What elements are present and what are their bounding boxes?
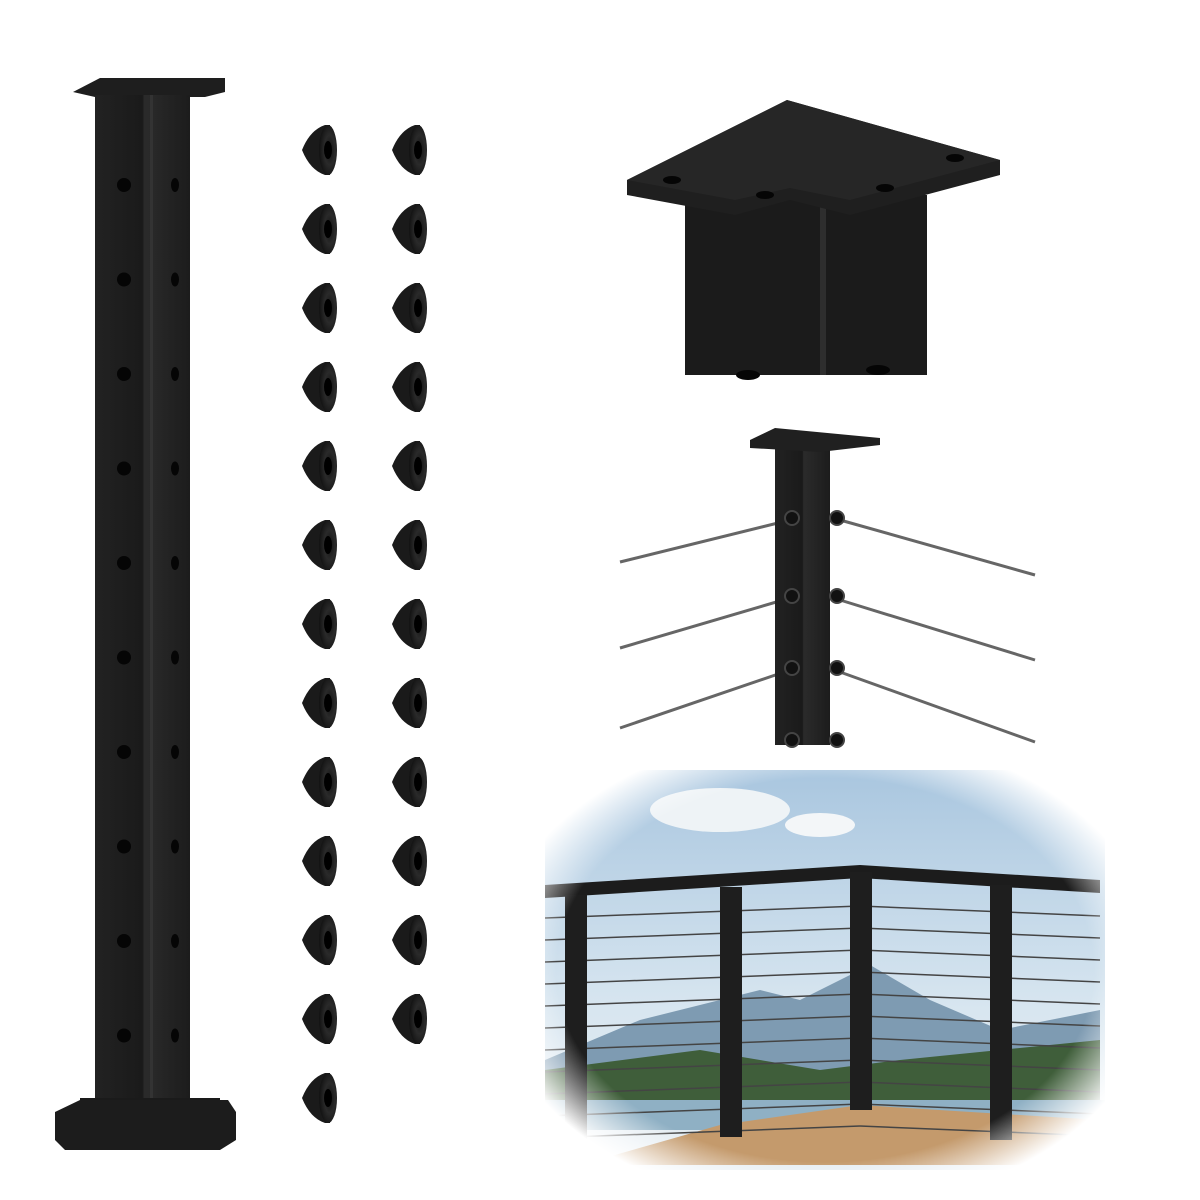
grommet — [392, 678, 427, 728]
cable — [859, 949, 1101, 961]
grommet — [302, 599, 337, 649]
grommet — [302, 520, 337, 570]
post-hole — [117, 367, 131, 381]
cable — [544, 1103, 861, 1117]
grommet-set — [302, 125, 427, 1123]
grommet — [302, 125, 337, 175]
cable — [859, 905, 1101, 917]
post-hole — [117, 556, 131, 570]
cable — [859, 1081, 1101, 1093]
cable — [544, 1037, 861, 1051]
post-hole — [171, 556, 179, 570]
grommet — [392, 836, 427, 886]
cable — [859, 1059, 1101, 1071]
post-hole — [171, 367, 179, 381]
post-hole — [117, 272, 131, 287]
grommet — [302, 204, 337, 254]
post-top-closeup-image — [627, 100, 1000, 380]
grommet — [392, 599, 427, 649]
grommet — [302, 1073, 337, 1123]
post-hole — [117, 934, 131, 948]
post-hole — [171, 745, 179, 759]
post-hole — [117, 745, 131, 759]
cable-post-detail-image — [619, 428, 1036, 748]
cable — [544, 993, 861, 1007]
cable — [859, 1125, 1101, 1137]
cable — [544, 1015, 861, 1029]
post-hole — [171, 178, 179, 192]
grommet — [302, 441, 337, 491]
railing-post-image — [55, 78, 236, 1150]
grommet — [392, 915, 427, 965]
cable — [544, 1125, 861, 1139]
post-hole — [171, 1028, 179, 1043]
grommet — [302, 757, 337, 807]
grommet — [392, 283, 427, 333]
grommet — [392, 125, 427, 175]
cable — [859, 1015, 1101, 1027]
post-hole — [171, 650, 179, 665]
cable — [859, 1037, 1101, 1049]
cable — [859, 927, 1101, 939]
post-hole — [117, 650, 131, 665]
grommet — [302, 678, 337, 728]
post-hole — [117, 461, 131, 476]
cable — [544, 1081, 861, 1095]
cable — [544, 927, 861, 941]
post-hole — [171, 461, 179, 476]
grommet — [392, 204, 427, 254]
grommet — [302, 362, 337, 412]
post-hole — [171, 839, 179, 854]
grommet — [392, 994, 427, 1044]
cable — [859, 1103, 1101, 1115]
post-hole — [117, 178, 131, 192]
grommet — [392, 441, 427, 491]
cable — [859, 993, 1101, 1005]
cable — [544, 1059, 861, 1073]
post-hole — [171, 934, 179, 948]
post-hole — [117, 839, 131, 854]
post-hole — [117, 1028, 131, 1043]
grommet — [392, 757, 427, 807]
cable — [544, 971, 861, 985]
grommet — [302, 836, 337, 886]
grommet — [392, 362, 427, 412]
grommet — [302, 915, 337, 965]
post-hole — [171, 272, 179, 287]
grommet — [302, 994, 337, 1044]
grommet — [302, 283, 337, 333]
grommet — [392, 520, 427, 570]
cable — [544, 949, 861, 963]
cable — [859, 971, 1101, 983]
cable — [544, 905, 861, 919]
deck-railing-scene-image — [544, 770, 1105, 1170]
